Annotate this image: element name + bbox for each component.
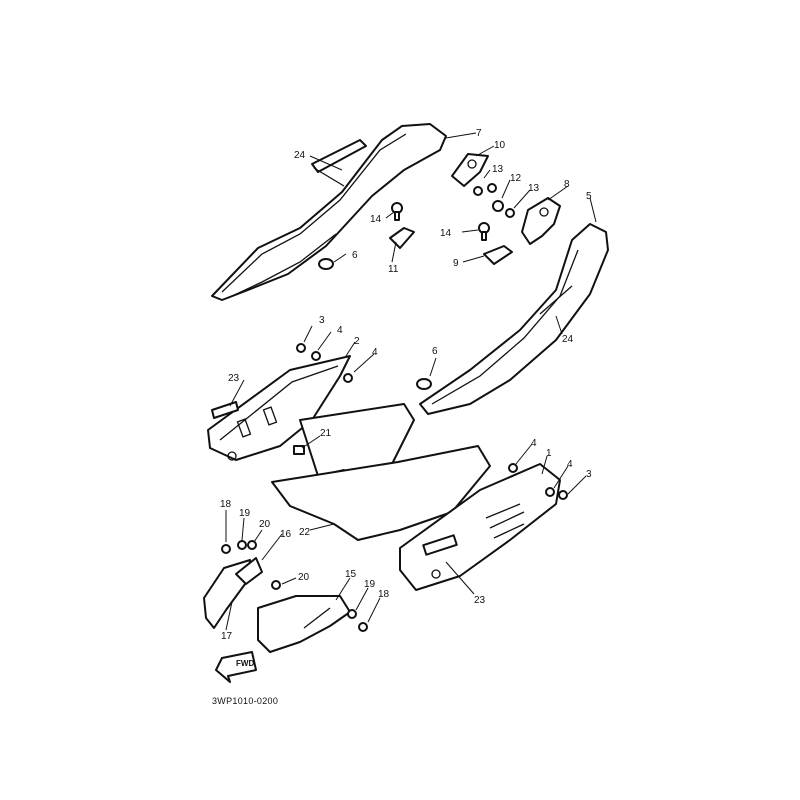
callout-21: 21	[320, 428, 332, 439]
callout-7: 7	[476, 128, 482, 139]
callout-2: 2	[354, 336, 360, 347]
callout-20-upper: 20	[259, 519, 271, 530]
callout-11: 11	[388, 264, 399, 275]
callout-18-right: 18	[378, 589, 390, 600]
side-cover-1	[399, 463, 561, 591]
left-rear-side-cover	[211, 123, 447, 301]
bracket-10	[451, 153, 489, 187]
callout-14-right: 14	[440, 228, 452, 239]
callout-3-upper: 3	[319, 315, 325, 326]
callout-23-lower: 23	[474, 595, 486, 606]
callout-14-left: 14	[370, 214, 382, 225]
callout-24-right: 24	[562, 334, 574, 345]
callout-19-right: 19	[364, 579, 376, 590]
nut-20-upper	[247, 540, 257, 550]
callout-8: 8	[564, 179, 570, 190]
callout-3-lower: 3	[586, 469, 592, 480]
washer-4-upper-a	[311, 351, 321, 361]
grommet-6-lower	[416, 378, 432, 390]
callout-19-left: 19	[239, 508, 251, 519]
washer-12	[492, 200, 504, 212]
callout-9: 9	[453, 258, 459, 269]
bracket-9	[483, 245, 513, 265]
callout-4-lower-a: 4	[531, 438, 537, 449]
filter-gasket-lower	[271, 445, 491, 541]
callout-6-lower: 6	[432, 346, 438, 357]
emblem-23-upper	[211, 401, 239, 419]
callout-4-upper-a: 4	[337, 325, 343, 336]
callout-18-left: 18	[220, 499, 232, 510]
fwd-text: FWD	[236, 659, 254, 668]
cover-15	[257, 595, 351, 653]
callout-16: 16	[280, 529, 292, 540]
washer-4-lower-b	[545, 487, 555, 497]
bracket-11	[389, 227, 415, 249]
callout-4-upper-b: 4	[372, 347, 378, 358]
callout-6-upper: 6	[352, 250, 358, 261]
nut-20-lower	[271, 580, 281, 590]
bolt-3-lower	[558, 490, 568, 500]
label-21	[293, 445, 305, 455]
callout-24-upper: 24	[294, 150, 306, 161]
decal-24-left	[311, 139, 367, 187]
grommet-6-upper	[318, 258, 334, 270]
collar-19-right	[347, 609, 357, 619]
right-rear-side-cover	[419, 223, 609, 415]
leader-lines	[225, 132, 597, 631]
bracket-16	[235, 557, 263, 585]
bracket-8	[521, 197, 561, 245]
callout-12: 12	[510, 173, 522, 184]
callout-13-right: 13	[528, 183, 540, 194]
callout-4-lower-b: 4	[567, 459, 573, 470]
bolt-13-right	[505, 208, 515, 218]
callout-labels: 7 24 10 13 12 13 8 5 14 14 11 9 6 24 6 3…	[220, 128, 592, 642]
collar-19-left	[237, 540, 247, 550]
callout-10: 10	[494, 140, 506, 151]
bolt-13-left	[473, 183, 497, 196]
part-diagram-code: 3WP1010-0200	[212, 696, 278, 706]
callout-20-lower: 20	[298, 572, 310, 583]
bolt-18-right	[358, 622, 368, 632]
callout-17: 17	[221, 631, 233, 642]
washer-4-upper-b	[343, 373, 353, 383]
callout-1: 1	[546, 448, 552, 459]
bolt-14-left	[391, 202, 403, 221]
fwd-arrow: FWD	[215, 651, 257, 683]
bolt-18-left	[221, 544, 231, 554]
washer-4-lower-a	[508, 463, 518, 473]
callout-5: 5	[586, 191, 592, 202]
callout-22: 22	[299, 527, 311, 538]
callout-15: 15	[345, 569, 357, 580]
callout-23-upper: 23	[228, 373, 240, 384]
bolt-14-right	[478, 222, 490, 241]
callout-13-left: 13	[492, 164, 504, 175]
bolt-3-upper	[296, 343, 306, 353]
